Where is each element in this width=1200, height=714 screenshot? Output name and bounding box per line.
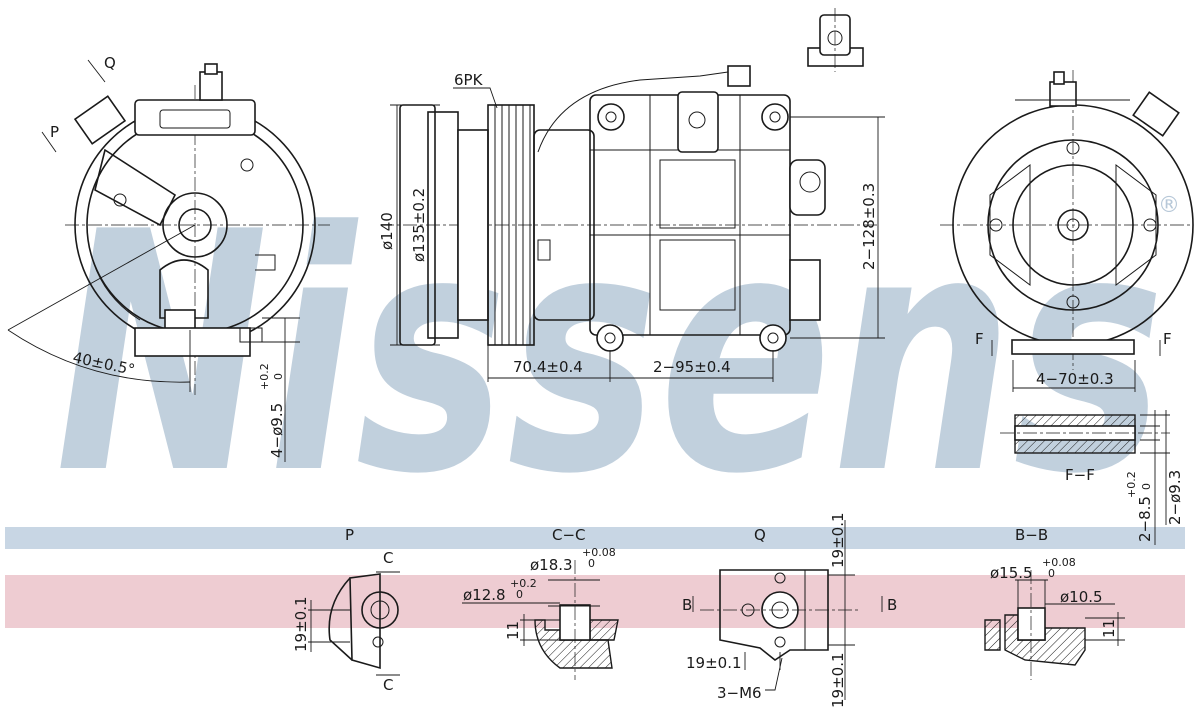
bolt-hole-tolerance-zero: 0 [272, 373, 285, 380]
bolt-hole-diameter: 4−ø9.5 [268, 403, 286, 458]
section-p [308, 571, 400, 676]
q-view-arrow-label: Q [104, 54, 116, 72]
port-diameter-inner: ø12.8 [463, 586, 506, 604]
section-q [692, 520, 883, 700]
section-q-thread: 3−M6 [717, 684, 762, 702]
bb-diameter-inner: ø10.5 [1060, 588, 1103, 606]
bb-diameter-outer: ø15.5 [990, 564, 1033, 582]
thickness-tolerance-plus: +0.2 [1125, 471, 1138, 498]
section-f-left: F [975, 330, 984, 348]
thickness-tolerance-zero: 0 [1140, 483, 1153, 490]
hole-diameter-ff: 2−ø9.3 [1166, 470, 1184, 525]
section-bb-title: B−B [1015, 526, 1048, 544]
section-q-horizontal: 19±0.1 [686, 654, 742, 672]
section-ff [1000, 410, 1170, 545]
section-p-cut-top: C [383, 549, 393, 567]
section-bb [984, 570, 1125, 680]
flange-spacing: 4−70±0.3 [1036, 370, 1114, 388]
p-view-arrow-label: P [50, 123, 59, 141]
port-diameter-inner-tol: +0.2 [510, 577, 537, 590]
section-cc [462, 560, 619, 680]
red-band [5, 575, 1185, 628]
bb-diameter-outer-tol0: 0 [1048, 567, 1055, 580]
right-view [940, 70, 1194, 392]
pulley-diameter-inner: ø135±0.2 [410, 188, 428, 262]
pulley-diameter-outer: ø140 [378, 212, 396, 250]
mount-height-dimension: 2−128±0.3 [860, 183, 878, 270]
bolt-hole-tolerance-plus: +0.2 [258, 363, 271, 390]
section-p-title: P [345, 526, 354, 544]
port-diameter-outer: ø18.3 [530, 556, 573, 574]
section-q-vertical-bottom: 19±0.1 [829, 652, 847, 708]
section-q-b-left: B [682, 596, 692, 614]
bb-diameter-outer-tol: +0.08 [1042, 556, 1076, 569]
bb-depth: 11 [1100, 619, 1118, 638]
section-p-cut-bottom: C [383, 676, 393, 694]
port-diameter-outer-tol: +0.08 [582, 546, 616, 559]
thickness-dimension: 2−8.5 [1136, 496, 1154, 542]
blue-band [5, 527, 1185, 549]
section-f-right: F [1163, 330, 1172, 348]
section-q-vertical-top: 19±0.1 [829, 512, 847, 568]
mount-spacing: 2−95±0.4 [653, 358, 731, 376]
section-cc-title: C−C [552, 526, 586, 544]
port-depth: 11 [504, 621, 522, 640]
port-diameter-outer-tol0: 0 [588, 557, 595, 570]
center-view [380, 65, 885, 382]
port-diameter-inner-tol0: 0 [516, 588, 523, 601]
left-view [7, 59, 330, 462]
section-ff-title: F−F [1065, 466, 1095, 484]
registered-mark: ® [1158, 193, 1180, 218]
connector-detail [807, 8, 864, 72]
section-q-title: Q [754, 526, 766, 544]
front-mount-distance: 70.4±0.4 [513, 358, 583, 376]
pulley-belt-label: 6PK [454, 71, 484, 89]
section-p-dimension: 19±0.1 [292, 596, 310, 652]
section-q-b-right: B [887, 596, 897, 614]
background-bands [5, 527, 1185, 628]
